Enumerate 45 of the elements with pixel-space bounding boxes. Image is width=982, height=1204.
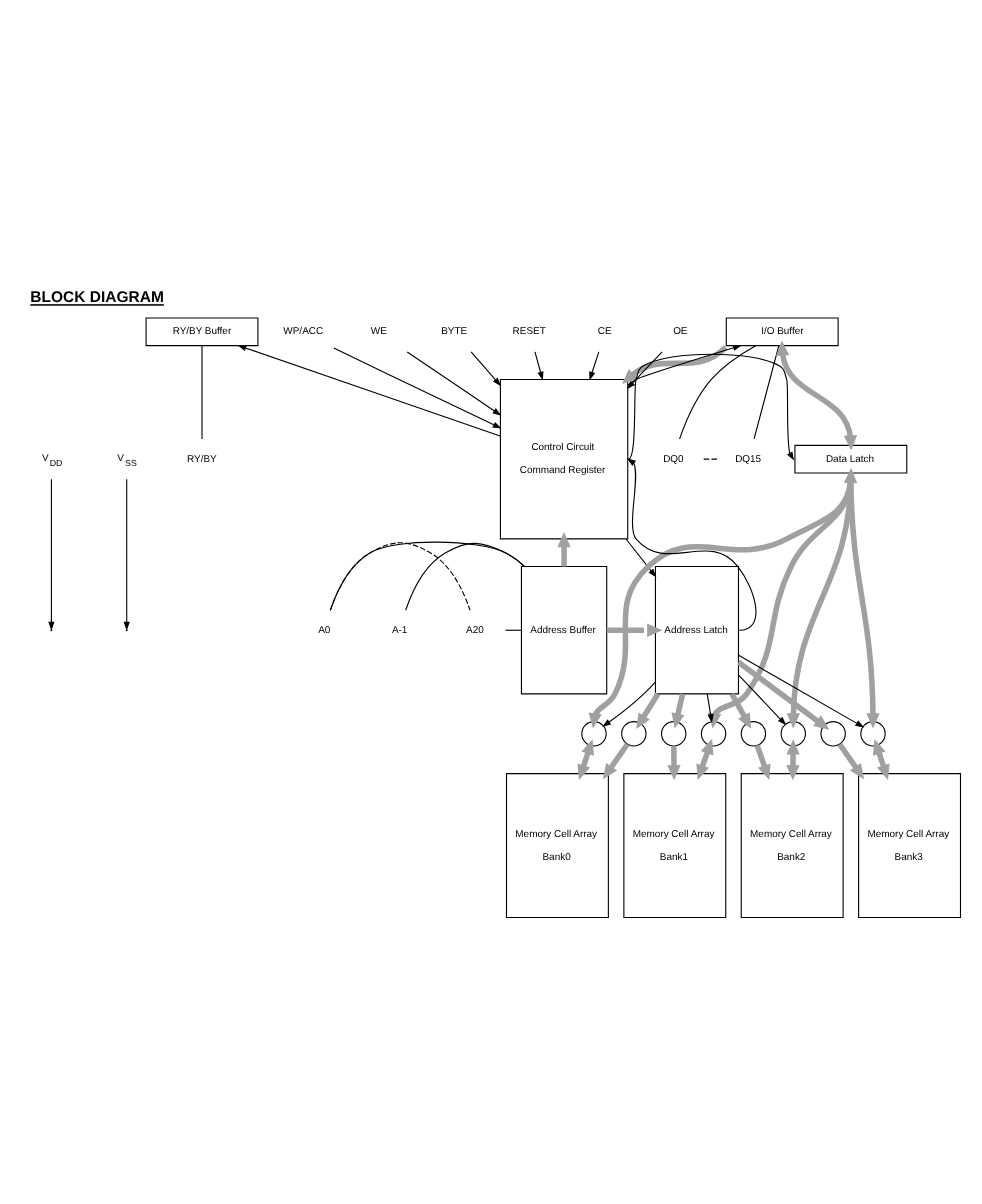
arrow bbox=[557, 532, 571, 567]
arrow bbox=[626, 351, 663, 390]
node-circle bbox=[780, 721, 806, 747]
arrow bbox=[848, 474, 880, 729]
arrow bbox=[738, 654, 865, 728]
arrow bbox=[406, 351, 502, 416]
arrow bbox=[627, 353, 795, 461]
node-circle bbox=[621, 721, 647, 747]
arrow bbox=[706, 693, 714, 724]
arrow bbox=[626, 458, 757, 631]
arrow bbox=[622, 345, 728, 385]
arrow bbox=[627, 344, 742, 386]
arrow bbox=[696, 738, 714, 780]
node-circle bbox=[740, 721, 767, 747]
connector bbox=[703, 458, 720, 460]
node-circle bbox=[660, 721, 687, 747]
arrow bbox=[237, 345, 501, 437]
arrow bbox=[736, 660, 830, 730]
node-circle bbox=[581, 721, 607, 747]
arrow bbox=[606, 623, 663, 637]
arrow bbox=[729, 692, 752, 729]
connector bbox=[201, 345, 203, 440]
arrow bbox=[602, 742, 630, 780]
connector bbox=[679, 345, 757, 440]
arrow bbox=[754, 744, 771, 780]
node-circle bbox=[820, 721, 846, 747]
arrow bbox=[671, 693, 686, 729]
connector bbox=[329, 541, 525, 611]
arrow bbox=[667, 746, 681, 781]
arrow bbox=[589, 351, 600, 381]
arrow bbox=[333, 347, 502, 429]
arrow bbox=[738, 674, 787, 726]
arrow bbox=[775, 340, 858, 451]
arrow bbox=[837, 742, 865, 780]
node-circle bbox=[700, 721, 727, 747]
arrow bbox=[534, 351, 544, 381]
arrow bbox=[625, 538, 657, 578]
arrow bbox=[123, 478, 130, 631]
connector bbox=[329, 542, 471, 611]
connector bbox=[405, 542, 525, 611]
arrow bbox=[470, 351, 502, 387]
node-circle bbox=[860, 721, 886, 747]
arrow bbox=[602, 681, 656, 728]
connector bbox=[753, 345, 780, 440]
arrow bbox=[636, 692, 661, 729]
